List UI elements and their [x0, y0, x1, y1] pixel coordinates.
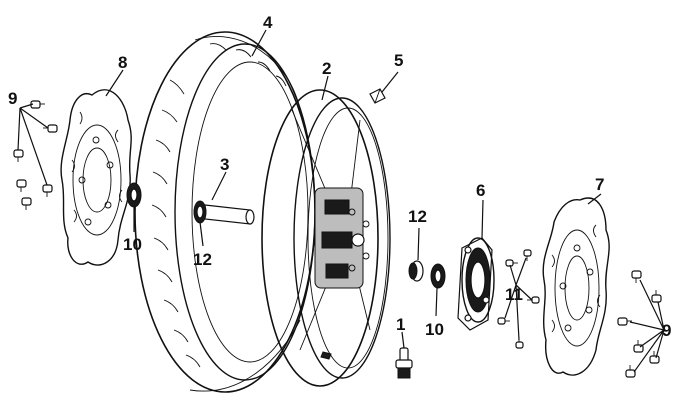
callout-3: 3: [220, 155, 229, 174]
callout-12-left: 12: [193, 250, 212, 269]
callout-10-left: 10: [123, 235, 142, 254]
callout-12-right: 12: [408, 207, 427, 226]
callout-1: 1: [396, 315, 405, 334]
brake-disc-right: [542, 197, 610, 376]
callout-8: 8: [118, 53, 127, 72]
callout-9-right: 9: [662, 321, 671, 340]
bearing-right: [430, 263, 446, 289]
brake-disc-left: [60, 89, 132, 266]
callout-6: 6: [476, 181, 485, 200]
sprocket: [457, 237, 495, 331]
callout-11: 11: [505, 285, 523, 304]
callout-7: 7: [595, 175, 604, 194]
bolts-left: [13, 100, 58, 210]
callout-10-right: 10: [425, 320, 444, 339]
callout-5: 5: [394, 51, 403, 70]
bolts-sprocket: [497, 249, 540, 349]
callout-4: 4: [263, 13, 273, 32]
rim: [261, 89, 391, 387]
callout-9-left: 9: [8, 89, 17, 108]
bearing-left: [126, 182, 142, 208]
callout-2: 2: [322, 59, 331, 78]
valve-stem: [395, 347, 413, 379]
balance-weight: [369, 88, 386, 104]
spacer-right: [408, 260, 424, 282]
axle: [193, 200, 255, 225]
bolts-right: [617, 270, 662, 378]
